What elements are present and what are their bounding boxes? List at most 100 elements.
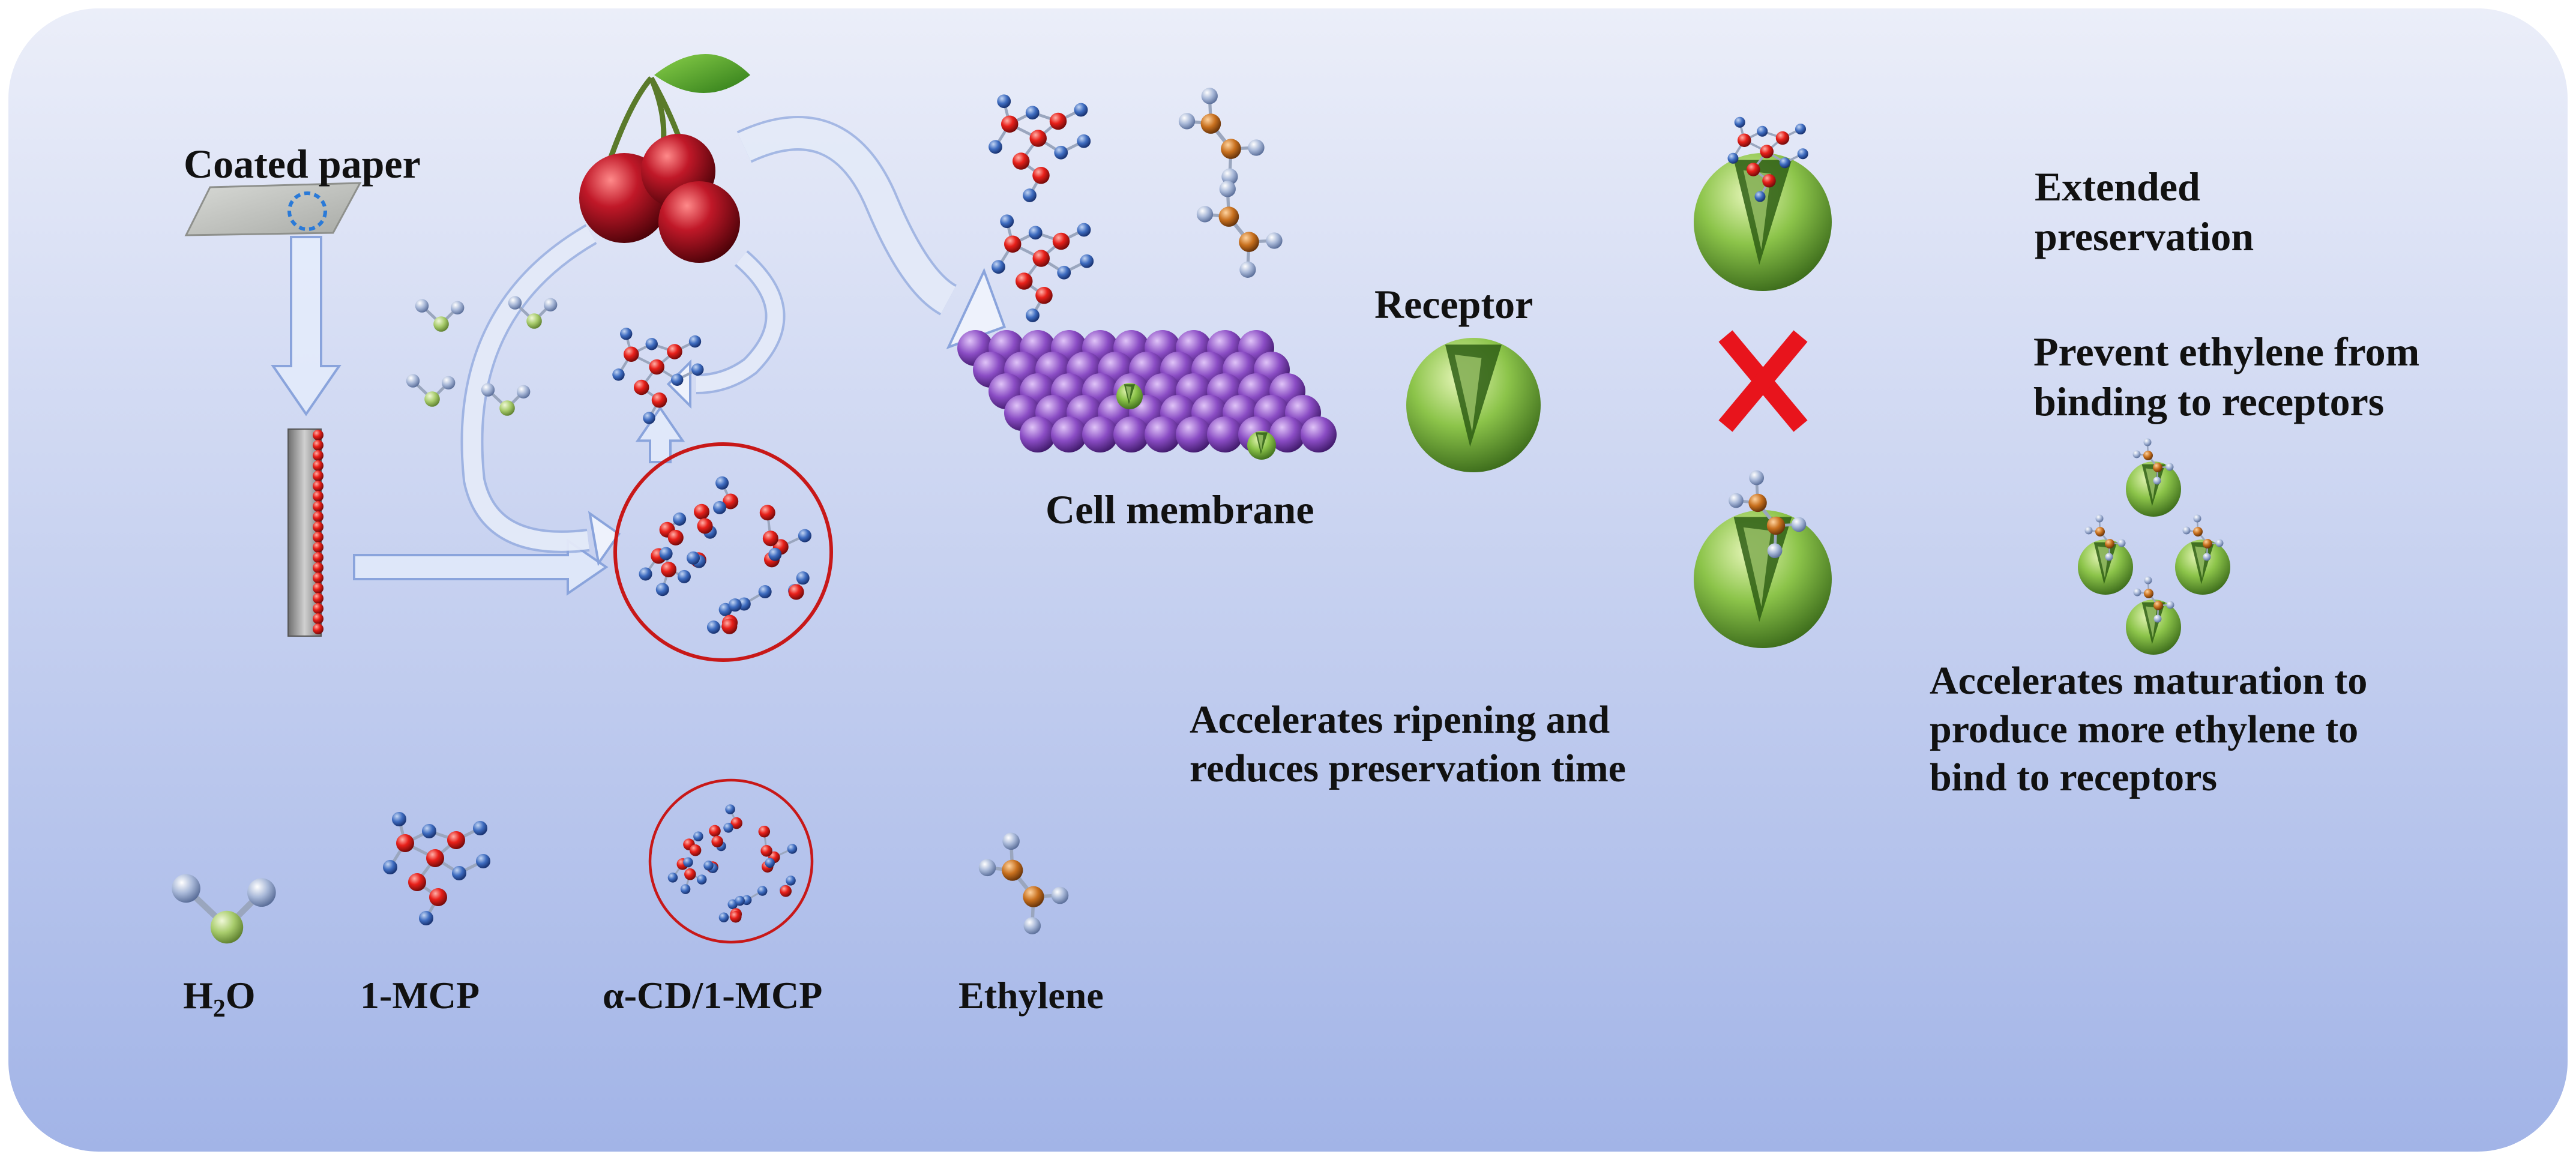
water-hydrogen-atom bbox=[247, 878, 276, 907]
arrow-rod-to-network bbox=[353, 538, 609, 596]
network-red-atom bbox=[762, 530, 778, 547]
ethylene-hydrogen-atom bbox=[1248, 139, 1265, 156]
ethylene-hydrogen-atom bbox=[2132, 450, 2141, 458]
ethylene-carbon-atom bbox=[1766, 516, 1786, 535]
rod-red-bead bbox=[313, 583, 324, 594]
small-ethylene bbox=[2133, 576, 2174, 623]
water-hydrogen-atom bbox=[544, 298, 558, 311]
water-hydrogen-atom bbox=[442, 376, 456, 389]
arrow-cherry-to-membrane bbox=[736, 116, 1007, 349]
receptor-highlight bbox=[1454, 355, 1482, 432]
receptor-main bbox=[1406, 338, 1541, 472]
ethylene-hydrogen-atom bbox=[1266, 232, 1283, 249]
mcp-blue-atom bbox=[997, 94, 1011, 109]
mcp-blue-atom bbox=[452, 866, 466, 880]
ethylene-carbon-atom bbox=[1748, 493, 1767, 512]
rod-red-bead bbox=[313, 440, 324, 451]
rod-red-bead bbox=[313, 460, 324, 471]
background-panel bbox=[8, 8, 2568, 1152]
mcp-blue-atom bbox=[1025, 106, 1040, 120]
ethylene-carbon-atom bbox=[2095, 527, 2105, 536]
rod-red-bead bbox=[313, 470, 324, 481]
membrane-lipid bbox=[1051, 416, 1087, 452]
network-blue-atom bbox=[768, 547, 782, 561]
ethylene-carbon-atom bbox=[1002, 859, 1023, 881]
flow-arrow-body bbox=[696, 252, 783, 392]
mcp-blue-atom bbox=[1797, 148, 1808, 160]
ethylene-hydrogen-atom bbox=[978, 859, 996, 877]
mcp-red-atom bbox=[634, 379, 649, 395]
mcp-red-atom bbox=[408, 873, 426, 891]
flow-arrow-head bbox=[588, 511, 621, 566]
rod-red-bead bbox=[313, 593, 324, 604]
network-boundary bbox=[613, 442, 833, 662]
network-blue-atom bbox=[667, 873, 678, 883]
arrow-paper-to-rod bbox=[271, 236, 342, 416]
mcp-blue-atom bbox=[992, 260, 1005, 274]
mcp-red-atom bbox=[651, 392, 667, 408]
network-blue-atom bbox=[715, 476, 729, 490]
ethylene-hydrogen-atom bbox=[2144, 576, 2152, 585]
water-hydrogen-atom bbox=[481, 383, 495, 397]
arrow-cherry-to-network bbox=[460, 224, 621, 566]
water-molecule bbox=[415, 299, 465, 332]
ethylene-hydrogen-atom bbox=[1051, 886, 1069, 904]
ethylene-hydrogen-atom bbox=[1729, 493, 1744, 508]
ethylene-hydrogen-atom bbox=[1023, 917, 1041, 934]
mcp-blue-atom bbox=[383, 860, 397, 874]
mcp-blue-atom bbox=[1734, 116, 1745, 128]
mcp-red-atom bbox=[1004, 235, 1022, 253]
ethylene-carbon-atom bbox=[1023, 886, 1044, 907]
mcp-blue-atom bbox=[1077, 223, 1091, 237]
legend-label-1-mcp: 1-MCP bbox=[360, 974, 480, 1017]
rod-red-bead bbox=[313, 603, 324, 614]
network-red-atom bbox=[788, 584, 804, 600]
mcp-blue-atom bbox=[671, 373, 684, 386]
ethylene-carbon-atom bbox=[2203, 539, 2212, 548]
membrane-receptor-small bbox=[1247, 431, 1276, 460]
water-hydrogen-atom bbox=[517, 385, 531, 398]
mcp-blue-atom bbox=[1754, 191, 1766, 202]
ethylene-hydrogen-atom bbox=[2133, 588, 2141, 597]
water-oxygen-atom bbox=[433, 316, 449, 332]
network-red-atom bbox=[758, 825, 771, 838]
network-red-atom bbox=[667, 529, 684, 545]
small-ethylene bbox=[2132, 438, 2174, 485]
mcp-red-atom bbox=[426, 849, 444, 867]
label-coated-paper: Coated paper bbox=[184, 141, 421, 187]
water-hydrogen-atom bbox=[415, 299, 429, 313]
receptor-highlight bbox=[2195, 546, 2206, 578]
rod-red-bead bbox=[313, 521, 324, 532]
mcp-red-atom bbox=[1032, 167, 1050, 184]
mcp-red-atom bbox=[1016, 272, 1033, 290]
network-red-atom bbox=[721, 618, 738, 634]
mcp-red-atom bbox=[1760, 145, 1774, 158]
ethylene-carbon-atom bbox=[2193, 527, 2203, 536]
released-1-mcp-molecule bbox=[612, 328, 704, 424]
network-blue-atom bbox=[728, 598, 742, 612]
water-molecule bbox=[508, 296, 558, 329]
ethylene-bound-to-receptor bbox=[1729, 470, 1807, 559]
rod-red-bead bbox=[313, 562, 324, 573]
network-blue-atom bbox=[639, 567, 652, 581]
label-prevent-binding: Prevent ethylene from binding to recepto… bbox=[2033, 329, 2420, 424]
mcp-bound-to-receptor bbox=[1727, 116, 1808, 202]
rod-red-bead bbox=[313, 491, 324, 502]
arrow-network-to-mcp bbox=[635, 406, 685, 463]
ethylene-carbon-atom bbox=[2153, 463, 2162, 472]
network-blue-atom bbox=[786, 876, 796, 886]
network-red-atom bbox=[697, 518, 713, 534]
small-ethylene bbox=[2182, 514, 2224, 561]
mcp-blue-atom bbox=[1028, 226, 1043, 240]
legend-label-h2o: H2O bbox=[183, 972, 256, 1024]
membrane-lipid bbox=[1207, 416, 1243, 452]
water-oxygen-atom bbox=[210, 910, 244, 944]
cross-stroke bbox=[1718, 330, 1808, 432]
network-blue-atom bbox=[718, 912, 729, 923]
receptor-highlight bbox=[1743, 527, 1771, 607]
coated-paper-cross-section bbox=[287, 428, 324, 637]
ethylene-hydrogen-atom bbox=[1221, 168, 1238, 185]
rod-red-bead bbox=[313, 481, 324, 491]
ethylene-carbon-atom bbox=[1239, 232, 1259, 252]
